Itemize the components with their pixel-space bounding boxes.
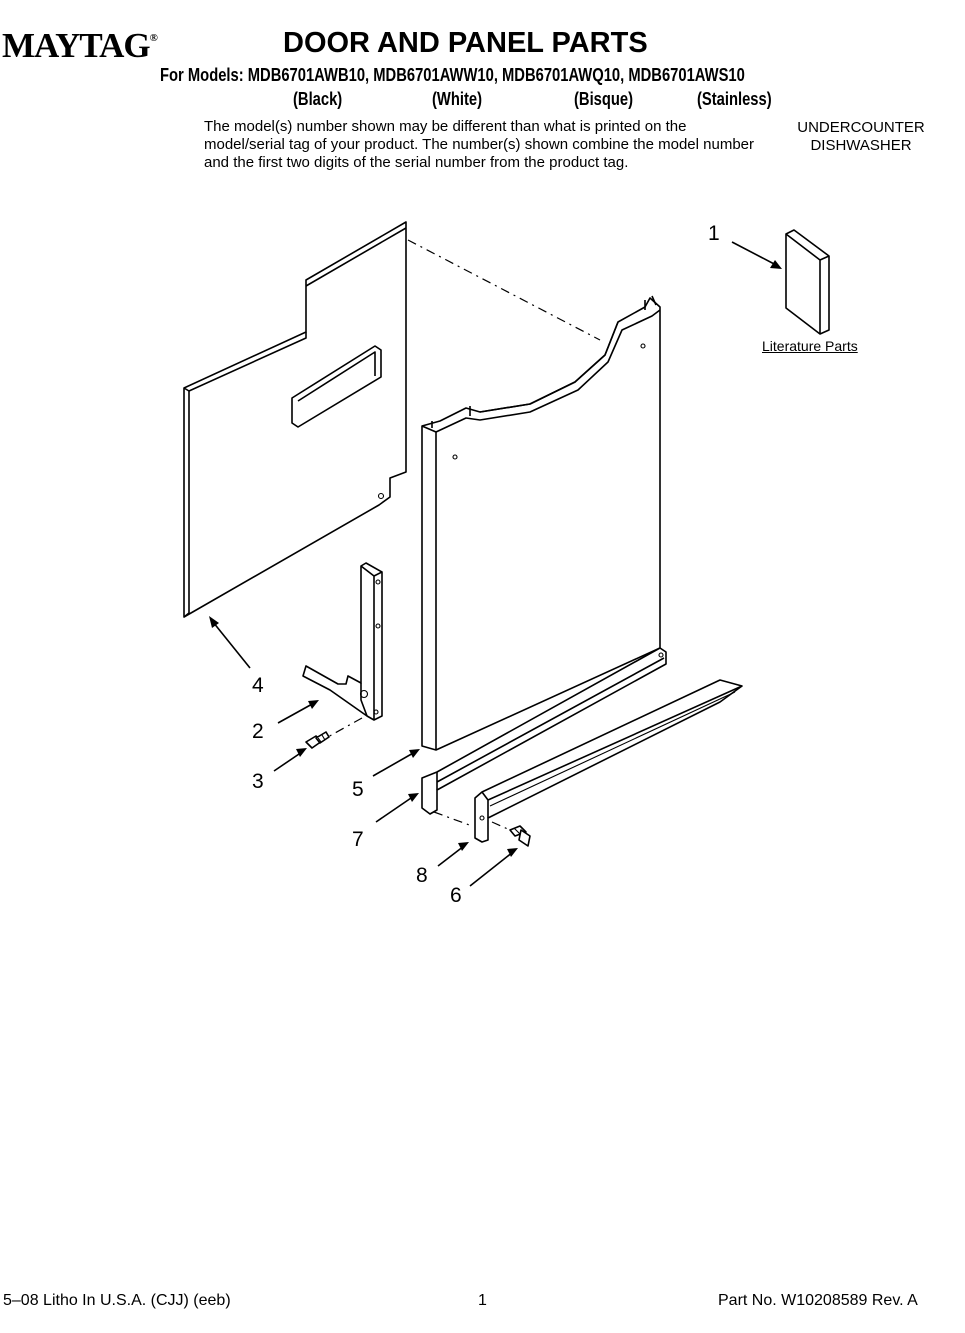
alignment-line-7-8	[433, 811, 473, 827]
color-stainless: (Stainless)	[697, 89, 772, 109]
alignment-line-4-5	[407, 239, 601, 341]
screw-part-6	[509, 825, 531, 847]
screw-part-3	[305, 731, 330, 749]
hinge-bracket-part-2	[302, 562, 383, 721]
model-number-note: The model(s) number shown may be differe…	[204, 118, 754, 171]
callout-4: 4	[252, 674, 264, 697]
color-white: (White)	[432, 89, 483, 109]
product-type: UNDERCOUNTER DISHWASHER	[797, 119, 925, 154]
color-bisque: (Bisque)	[574, 89, 634, 109]
alignment-line-6	[491, 821, 511, 831]
toe-strip-part-7	[421, 647, 667, 815]
footer-part-number: Part No. W10208589 Rev. A	[718, 1292, 918, 1309]
callout-2: 2	[252, 720, 264, 743]
page-title: DOOR AND PANEL PARTS	[283, 27, 648, 59]
callout-6: 6	[450, 884, 462, 907]
callout-7: 7	[352, 828, 364, 851]
callout-8: 8	[416, 864, 428, 887]
callout-5: 5	[352, 778, 364, 801]
kick-plate-part-8	[474, 679, 743, 843]
callout-3: 3	[252, 770, 264, 793]
footer-page-number: 1	[478, 1292, 487, 1309]
callout-leaders	[209, 241, 782, 887]
color-black: (Black)	[293, 89, 343, 109]
footer-print-info: 5–08 Litho In U.S.A. (CJJ) (eeb)	[3, 1292, 231, 1309]
alignment-line-2-3	[325, 717, 363, 739]
maytag-logo: MAYTAG®	[2, 26, 158, 65]
literature-part-1	[785, 229, 830, 335]
model-list: For Models: MDB6701AWB10, MDB6701AWW10, …	[160, 65, 745, 85]
back-panel-part-4	[183, 221, 407, 618]
door-panel-part-5	[421, 295, 661, 751]
callout-1: 1	[708, 222, 720, 245]
literature-parts-label: Literature Parts	[762, 338, 858, 354]
